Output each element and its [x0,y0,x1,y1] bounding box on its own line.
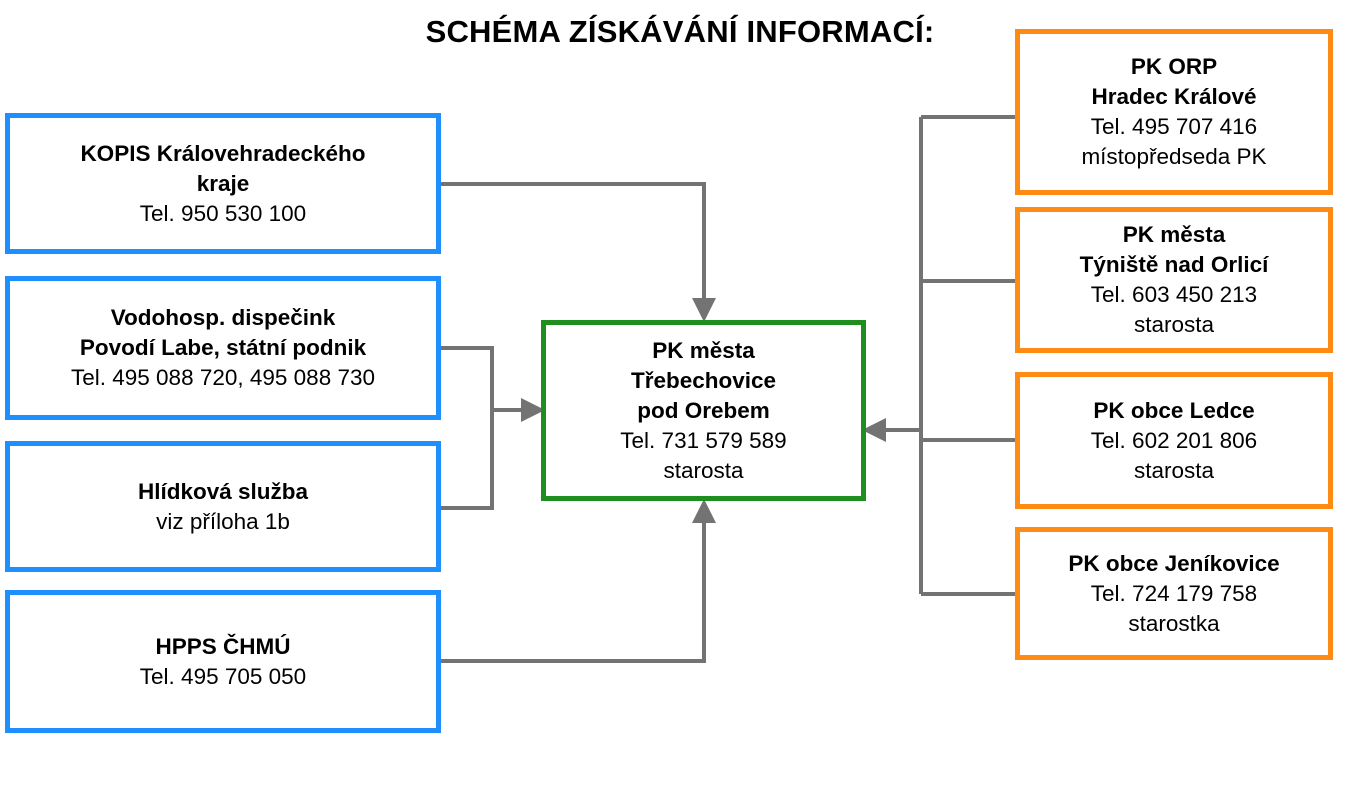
box-phone: Tel. 602 201 806 [1090,427,1258,453]
box-note: viz příloha 1b [156,508,290,534]
box-phone: Tel. 603 450 213 [1090,282,1258,307]
source-box-pk-tyniste: PK města Týniště nad Orlicí Tel. 603 450… [1015,207,1333,353]
box-heading: kraje [196,170,250,196]
box-heading: Hlídková služba [137,478,309,504]
source-box-hpps: HPPS ČHMÚ Tel. 495 705 050 [5,590,441,733]
source-box-vodohosp: Vodohosp. dispečink Povodí Labe, státní … [5,276,441,420]
box-phone: Tel. 724 179 758 [1090,580,1258,606]
box-heading: Týniště nad Orlicí [1079,252,1269,277]
box-heading: PK města [1122,222,1226,247]
box-heading: PK ORP [1130,54,1218,79]
box-phone: Tel. 495 705 050 [139,663,307,689]
diagram-title: SCHÉMA ZÍSKÁVÁNÍ INFORMACÍ: [425,14,935,49]
box-role: starostka [1128,610,1220,636]
box-heading: Vodohosp. dispečink [110,305,336,330]
box-heading: pod Orebem [637,397,770,423]
box-phone: Tel. 731 579 589 [620,427,787,453]
box-heading: PK obce Jeníkovice [1068,550,1280,576]
connector-hpps [441,499,716,663]
source-box-pk-orp: PK ORP Hradec Králové Tel. 495 707 416 m… [1015,29,1333,195]
box-heading: HPPS ČHMÚ [155,633,291,659]
box-heading: Hradec Králové [1091,84,1257,109]
box-heading: PK města [652,337,755,363]
box-role: starosta [1133,312,1215,337]
connector-vodohosp [441,346,494,510]
source-box-kopis: KOPIS Královehradeckého kraje Tel. 950 5… [5,113,441,254]
box-phone: Tel. 495 088 720, 495 088 730 [70,365,375,390]
source-box-pk-ledce: PK obce Ledce Tel. 602 201 806 starosta [1015,372,1333,509]
box-role: starosta [663,457,744,483]
source-box-pk-jenikovice: PK obce Jeníkovice Tel. 724 179 758 star… [1015,527,1333,660]
box-heading: Povodí Labe, státní podnik [79,335,367,360]
box-heading: Třebechovice [630,367,777,393]
box-phone: Tel. 950 530 100 [139,200,307,226]
box-heading: KOPIS Královehradeckého [80,140,366,166]
connector-kopis [441,182,716,322]
box-role: místopředseda PK [1081,144,1267,169]
box-heading: PK obce Ledce [1093,397,1255,423]
center-box-pk-trebechovice: PK města Třebechovice pod Orebem Tel. 73… [541,320,866,501]
source-box-hlidkova: Hlídková služba viz příloha 1b [5,441,441,572]
box-phone: Tel. 495 707 416 [1090,114,1258,139]
box-role: starosta [1133,457,1215,483]
